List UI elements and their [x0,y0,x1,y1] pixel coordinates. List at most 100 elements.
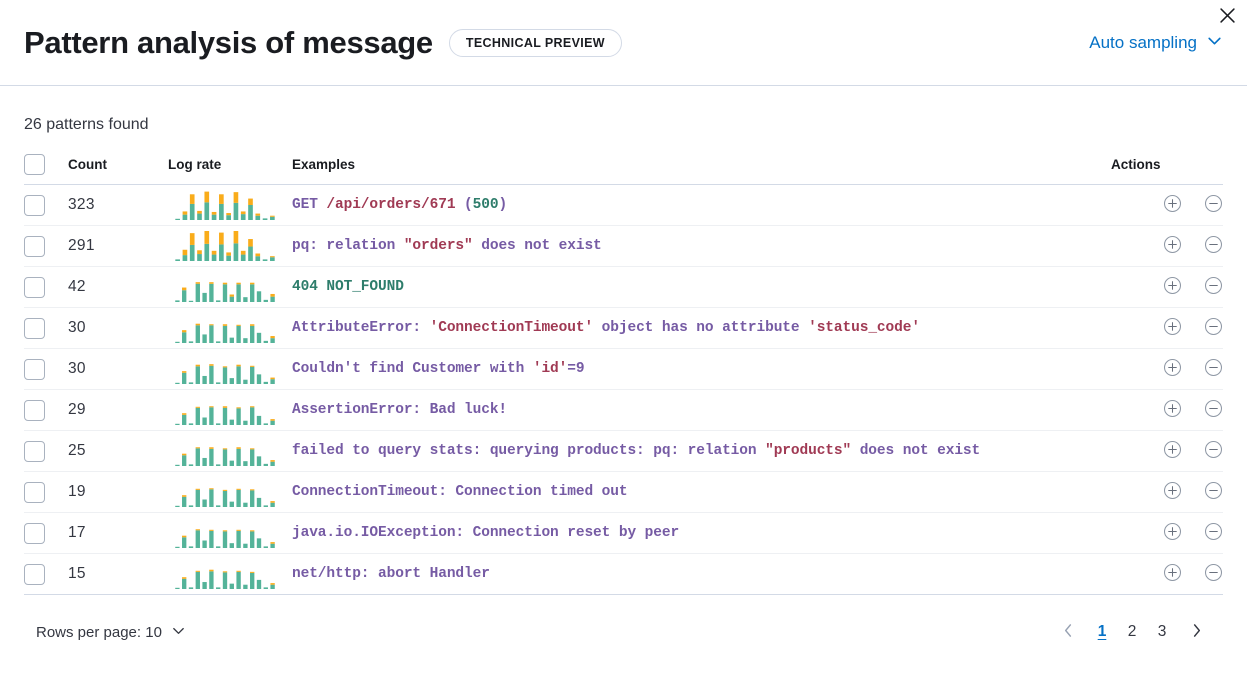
plus-in-circle-icon-button[interactable] [1163,440,1182,462]
plus-in-circle-icon-button[interactable] [1163,522,1182,544]
row-checkbox[interactable] [24,563,45,585]
row-checkbox[interactable] [24,194,45,216]
table-row[interactable]: 42 404 NOT_FOUND [24,266,1223,308]
row-example: net/http: abort Handler [292,553,1111,595]
plus-in-circle-icon-button[interactable] [1163,235,1182,257]
minus-in-circle-icon-button[interactable] [1204,563,1223,585]
pagination-page-1[interactable]: 1 [1087,617,1117,647]
row-count: 42 [68,266,168,308]
plus-in-circle-icon-button[interactable] [1163,317,1182,339]
patterns-found-count: 26 patterns found [24,116,149,133]
log-rate-header: Log rate [168,154,292,185]
actions-header: Actions [1111,154,1223,185]
row-checkbox[interactable] [24,235,45,257]
row-log-rate [168,430,292,472]
row-checkbox[interactable] [24,399,45,421]
pagination-page-3[interactable]: 3 [1147,617,1177,647]
row-select-cell [24,553,68,595]
pagination-previous-button[interactable] [1053,617,1083,647]
close-button[interactable] [1213,3,1241,31]
example-token: AssertionError: Bad luck! [292,402,508,418]
auto-sampling-button[interactable]: Auto sampling [1089,32,1223,54]
row-actions [1111,184,1223,226]
example-token: java.io.IOException: Connection reset by… [292,525,680,541]
minus-in-circle-icon-button[interactable] [1204,399,1223,421]
row-select-cell [24,225,68,267]
row-actions [1111,266,1223,308]
row-log-rate [168,307,292,349]
row-actions [1111,430,1223,472]
row-log-rate [168,348,292,390]
minus-in-circle-icon-button[interactable] [1204,481,1223,503]
table-row[interactable]: 323 GET /api/orders/671 (500) [24,184,1223,226]
table-row[interactable]: 17 java.io.IOException: Connection reset… [24,512,1223,554]
minus-in-circle-icon-button[interactable] [1204,358,1223,380]
table-row[interactable]: 15 net/http: abort Handler [24,553,1223,595]
table-row[interactable]: 30 AttributeError: 'ConnectionTimeout' o… [24,307,1223,349]
row-count: 30 [68,348,168,390]
plus-in-circle-icon-button[interactable] [1163,563,1182,585]
minus-in-circle-icon-button[interactable] [1204,440,1223,462]
table-row[interactable]: 30 Couldn't find Customer with 'id'=9 [24,348,1223,390]
example-token: Couldn't find Customer with [292,361,533,377]
chevron-down-icon [171,623,186,642]
plus-in-circle-icon-button[interactable] [1163,358,1182,380]
row-checkbox[interactable] [24,358,45,380]
row-select-cell [24,471,68,513]
example-token: ConnectionTimeout: Connection timed out [292,484,628,500]
table-row[interactable]: 29 AssertionError: Bad luck! [24,389,1223,431]
row-actions [1111,471,1223,513]
count-header[interactable]: Count [68,154,168,185]
chevron-down-icon [1206,32,1223,54]
row-count: 19 [68,471,168,513]
plus-in-circle-icon-button[interactable] [1163,399,1182,421]
table-row[interactable]: 291 pq: relation "orders" does not exist [24,225,1223,267]
select-all-header [24,154,68,185]
rows-per-page-button[interactable]: Rows per page: 10 [36,623,186,642]
row-checkbox[interactable] [24,276,45,298]
example-token: object has no attribute [593,320,809,336]
example-token: pq: relation [292,238,404,254]
row-log-rate [168,512,292,554]
row-select-cell [24,184,68,226]
row-count: 17 [68,512,168,554]
row-select-cell [24,266,68,308]
close-icon [1219,8,1235,26]
chevron-left-icon [1061,623,1076,641]
plus-in-circle-icon-button[interactable] [1163,276,1182,298]
row-checkbox[interactable] [24,440,45,462]
minus-in-circle-icon-button[interactable] [1204,276,1223,298]
minus-in-circle-icon-button[interactable] [1204,317,1223,339]
minus-in-circle-icon-button[interactable] [1204,522,1223,544]
table-row[interactable]: 25 failed to query stats: querying produ… [24,430,1223,472]
example-token: =9 [567,361,585,377]
row-select-cell [24,512,68,554]
select-all-checkbox[interactable] [24,154,45,175]
table-row[interactable]: 19 ConnectionTimeout: Connection timed o… [24,471,1223,513]
minus-in-circle-icon-button[interactable] [1204,194,1223,216]
header-left-group: Pattern analysis of message TECHNICAL PR… [24,27,622,58]
pagination-next-button[interactable] [1181,617,1211,647]
plus-in-circle-icon-button[interactable] [1163,194,1182,216]
header-right-group: Auto sampling [1089,32,1223,54]
row-checkbox[interactable] [24,481,45,503]
example-token: 'id' [532,361,568,377]
minus-in-circle-icon-button[interactable] [1204,235,1223,257]
example-token: GET [292,197,327,213]
page-title: Pattern analysis of message [24,25,433,60]
row-log-rate [168,389,292,431]
row-checkbox[interactable] [24,522,45,544]
row-example: Couldn't find Customer with 'id'=9 [292,348,1111,390]
row-count: 25 [68,430,168,472]
plus-in-circle-icon-button[interactable] [1163,481,1182,503]
auto-sampling-label: Auto sampling [1089,32,1197,52]
example-token: ( [455,197,473,213]
row-checkbox[interactable] [24,317,45,339]
row-actions [1111,389,1223,431]
row-count: 30 [68,307,168,349]
pagination-page-2[interactable]: 2 [1117,617,1147,647]
row-log-rate [168,553,292,595]
row-actions [1111,512,1223,554]
